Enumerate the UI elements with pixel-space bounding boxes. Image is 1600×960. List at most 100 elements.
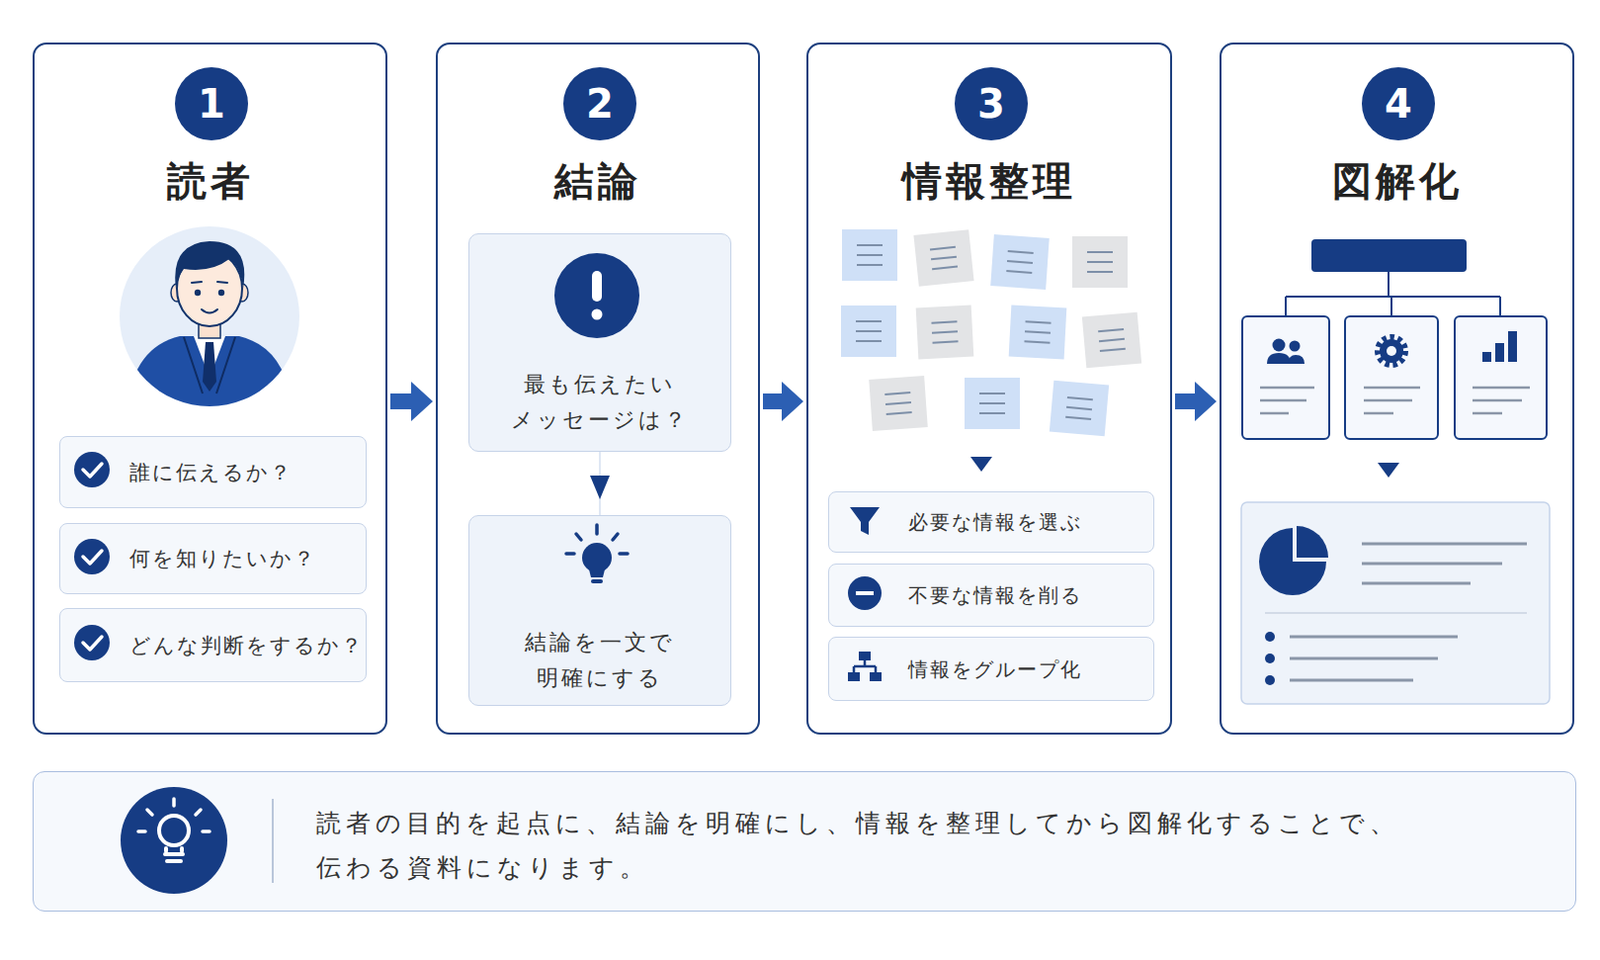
sticky-note xyxy=(855,321,882,341)
panel-title: 情報整理 xyxy=(808,157,1171,205)
check-item: 誰に伝えるか？ xyxy=(59,435,367,508)
step-number-text: 1 xyxy=(174,82,249,126)
org-chart-illustration xyxy=(1377,336,1406,365)
message-box: 結論を一文で 明確にする xyxy=(468,514,732,706)
sticky-note xyxy=(979,393,1006,414)
message-text: 最も伝えたい メッセージは？ xyxy=(469,366,731,438)
sticky-note xyxy=(1065,397,1094,420)
avatar-illustration xyxy=(126,336,293,416)
sticky-note xyxy=(1049,380,1109,437)
sticky-note xyxy=(1087,252,1113,272)
avatar-illustration xyxy=(176,251,243,327)
document-illustration xyxy=(1264,611,1527,614)
org-chart-illustration xyxy=(1266,352,1291,364)
sticky-note xyxy=(1049,380,1109,437)
sticky-note xyxy=(990,234,1049,290)
org-chart-illustration xyxy=(1260,387,1530,414)
avatar-illustration xyxy=(194,289,201,296)
org-chart-illustration xyxy=(1379,338,1404,363)
check-text: 何を知りたいか？ xyxy=(129,544,317,573)
org-chart-illustration xyxy=(1311,239,1467,272)
action-item: 不要な情報を削る xyxy=(828,563,1155,627)
block-arrow xyxy=(1175,381,1217,422)
document-illustration xyxy=(1264,631,1275,642)
sticky-note xyxy=(964,377,1020,429)
summary-text: 読者の目的を起点に、結論を明確にし、情報を整理してから図解化することで、 伝わる… xyxy=(316,800,1503,890)
sticky-note xyxy=(916,305,975,360)
sticky-note xyxy=(842,229,898,281)
document-illustration xyxy=(1241,502,1550,704)
org-chart-illustration xyxy=(1289,340,1301,352)
check-item: どんな判断をするか？ xyxy=(59,607,367,682)
step-number: 3 xyxy=(954,67,1028,141)
avatar-illustration xyxy=(170,283,183,302)
org-chart-illustration xyxy=(1386,345,1397,356)
org-chart-illustration xyxy=(1287,354,1305,364)
sticky-note xyxy=(841,305,897,357)
avatar-illustration xyxy=(119,226,300,416)
avatar-illustration xyxy=(198,314,221,338)
org-chart-illustration xyxy=(1272,338,1286,352)
action-item: 情報をグループ化 xyxy=(828,636,1155,701)
document-illustration xyxy=(1259,527,1327,595)
sticky-note xyxy=(841,305,897,357)
org-chart-illustration xyxy=(1495,342,1505,362)
check-text: 誰に伝えるか？ xyxy=(129,458,293,487)
org-chart-illustration xyxy=(1242,239,1547,439)
step-number-text: 3 xyxy=(954,82,1028,126)
sticky-note xyxy=(842,229,898,281)
avatar-illustration xyxy=(183,336,236,394)
document-illustration xyxy=(1264,653,1275,664)
avatar-illustration xyxy=(126,241,293,416)
document-illustration xyxy=(1241,502,1550,704)
sticky-note xyxy=(868,375,927,431)
sticky-note xyxy=(1072,236,1128,288)
step-panel: 図解化 4 xyxy=(1219,42,1575,735)
action-item: 必要な情報を選ぶ xyxy=(828,491,1155,553)
sticky-note xyxy=(964,377,1020,429)
sticky-note xyxy=(930,321,958,342)
message-text: 結論を一文で 明確にする xyxy=(469,624,731,696)
avatar-illustration xyxy=(193,336,226,378)
sticky-note xyxy=(856,245,883,265)
avatar-illustration xyxy=(174,241,245,289)
sticky-note xyxy=(1072,236,1128,288)
document-illustration xyxy=(1264,674,1275,685)
step-number: 2 xyxy=(563,67,637,141)
sticky-note xyxy=(1006,251,1033,273)
avatar-illustration xyxy=(191,281,228,283)
avatar-illustration xyxy=(218,289,225,296)
check-text: どんな判断をするか？ xyxy=(129,631,364,660)
step-number: 4 xyxy=(1361,67,1435,141)
avatar-illustration xyxy=(201,309,218,314)
sticky-note xyxy=(1009,305,1068,360)
block-arrow xyxy=(762,381,804,422)
step-number-text: 4 xyxy=(1361,82,1435,126)
sticky-note xyxy=(990,234,1049,290)
document-illustration xyxy=(1289,636,1458,680)
org-chart-illustration xyxy=(1285,271,1501,317)
panel-title: 図解化 xyxy=(1221,157,1573,205)
action-text: 必要な情報を選ぶ xyxy=(908,508,1083,536)
panel-title: 読者 xyxy=(34,157,386,205)
sticky-note xyxy=(1009,305,1068,360)
document-illustration xyxy=(1296,525,1329,558)
org-chart-illustration xyxy=(1508,331,1517,362)
sticky-note xyxy=(868,375,927,431)
sticky-note xyxy=(913,229,974,287)
avatar-illustration xyxy=(119,226,300,407)
check-item: 何を知りたいか？ xyxy=(59,522,367,594)
document-illustration xyxy=(1361,543,1527,584)
panel-title: 結論 xyxy=(437,157,758,205)
sticky-note xyxy=(884,392,912,415)
org-chart-illustration xyxy=(1242,316,1330,439)
step-number: 1 xyxy=(174,67,249,141)
action-text: 情報をグループ化 xyxy=(908,655,1083,682)
down-triangle xyxy=(1377,462,1400,478)
step-panel: 情報整理 3 必要な情報を選ぶ不要な情報を削る情報をグループ化 xyxy=(806,42,1173,735)
sticky-note xyxy=(916,305,975,360)
org-chart-illustration xyxy=(1345,316,1438,439)
flow-arrow xyxy=(598,451,601,515)
sticky-note xyxy=(1097,329,1126,351)
